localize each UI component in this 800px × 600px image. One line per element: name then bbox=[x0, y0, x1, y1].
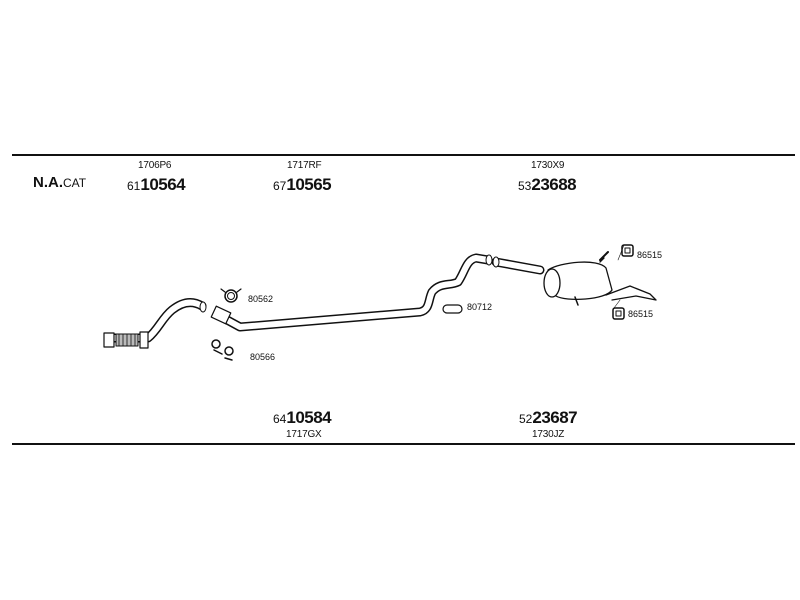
rear-muffler-shape[interactable] bbox=[491, 251, 657, 306]
hanger-80712-icon[interactable] bbox=[442, 304, 463, 314]
middle-pipe-shape[interactable] bbox=[210, 253, 493, 332]
rubber-mount-lower-icon[interactable] bbox=[612, 307, 625, 320]
part-ref-middle-pipe: 1717RF bbox=[287, 160, 322, 171]
na-label: N.A. bbox=[33, 174, 63, 191]
part-number-main: 23688 bbox=[531, 175, 577, 194]
fitting-code-clamp-upper: 80562 bbox=[248, 294, 274, 304]
part-number-prefix: 64 bbox=[273, 412, 287, 426]
part-ref-rear-muffler: 1730X9 bbox=[531, 160, 565, 171]
fitting-code-clamp-lower: 80566 bbox=[250, 352, 276, 362]
part-ref-front-pipe: 1706P6 bbox=[138, 160, 172, 171]
part-number-rear-muffler[interactable]: 5323688 bbox=[518, 175, 577, 195]
part-number-intermediate-pipe[interactable]: 6410584 bbox=[273, 408, 332, 428]
part-number-main: 23687 bbox=[532, 408, 578, 427]
clamp-80566-icon[interactable] bbox=[211, 339, 234, 361]
fitting-code-rubber-lower: 86515 bbox=[628, 309, 654, 319]
leader-line bbox=[613, 244, 625, 309]
part-number-middle-pipe[interactable]: 6710565 bbox=[273, 175, 332, 195]
part-number-main: 10564 bbox=[140, 175, 186, 194]
part-number-prefix: 52 bbox=[519, 412, 533, 426]
part-ref-rear-section: 1730JZ bbox=[532, 429, 565, 440]
part-number-rear-section[interactable]: 5223687 bbox=[519, 408, 578, 428]
top-divider-line bbox=[12, 154, 795, 156]
clamp-80562-icon[interactable] bbox=[220, 288, 242, 303]
engine-variant-label: N.A.CAT bbox=[33, 174, 86, 191]
fitting-code-rubber-upper: 86515 bbox=[637, 250, 663, 260]
front-pipe-shape[interactable] bbox=[103, 298, 207, 349]
part-number-main: 10565 bbox=[286, 175, 332, 194]
part-number-prefix: 53 bbox=[518, 179, 532, 193]
bottom-divider-line bbox=[12, 443, 795, 445]
part-number-prefix: 67 bbox=[273, 179, 287, 193]
cat-label: CAT bbox=[63, 176, 87, 190]
part-number-main: 10584 bbox=[286, 408, 332, 427]
part-number-front-pipe[interactable]: 6110564 bbox=[127, 175, 186, 195]
fitting-code-hanger: 80712 bbox=[467, 302, 493, 312]
part-number-prefix: 61 bbox=[127, 179, 141, 193]
part-ref-intermediate-pipe: 1717GX bbox=[286, 429, 322, 440]
